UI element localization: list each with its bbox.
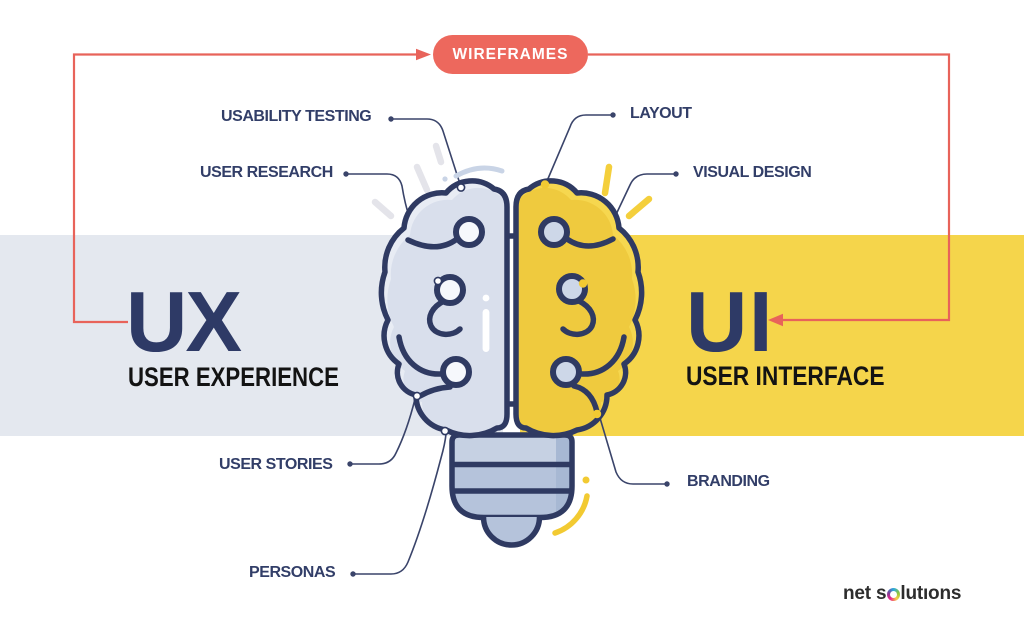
- bulb-highlight-mark: [482, 294, 490, 352]
- logo-text-right: lutıons: [900, 583, 962, 604]
- arrowhead-right-icon: [416, 48, 431, 61]
- ui-acronym: UI: [686, 275, 774, 370]
- right-fold-top: [564, 236, 616, 249]
- left-node-top: [453, 216, 485, 248]
- label-user-stories: USER STORIES: [219, 456, 333, 473]
- user-stories-line: [350, 398, 416, 465]
- left-node-bottom: [440, 356, 472, 388]
- personas-dot: [350, 571, 356, 577]
- label-usability-testing: USABILITY TESTING: [221, 108, 372, 125]
- personas-line: [353, 433, 447, 575]
- visual-design-anchor-dot: [578, 279, 588, 288]
- branding-dot: [664, 481, 670, 487]
- yellow-spark-2-icon: [625, 195, 653, 220]
- brain-folds: [396, 236, 627, 415]
- right-fold-arc: [579, 334, 627, 377]
- gray-spark-3-icon: [371, 198, 395, 220]
- blue-dot-spark: [442, 176, 448, 182]
- yellow-sparks: [601, 163, 653, 220]
- brain-nodes: [434, 216, 588, 388]
- highlight-dot: [482, 294, 490, 302]
- endpoint-dots: [412, 180, 602, 436]
- right-fold-hook: [560, 298, 597, 337]
- ui-subtitle: USER INTERFACE: [686, 361, 885, 391]
- user-research-dot: [343, 171, 349, 177]
- right-node-top: [538, 216, 570, 248]
- gray-spark-1-icon: [432, 142, 445, 166]
- left-fold-hook: [426, 298, 463, 337]
- yellow-dot-spark: [582, 476, 590, 484]
- bulb-base: [449, 432, 575, 548]
- branding-line: [599, 417, 667, 485]
- user-stories-dot: [347, 461, 353, 467]
- red-connector-right: [588, 53, 951, 322]
- label-personas: PERSONAS: [249, 564, 336, 581]
- ux-acronym: UX: [126, 275, 242, 370]
- gray-spark-2-icon: [413, 163, 431, 194]
- logo-o-ring-icon: [886, 587, 900, 601]
- left-node-middle: [434, 274, 466, 306]
- label-branding: BRANDING: [687, 473, 770, 490]
- usability-testing-anchor-dot: [456, 183, 466, 192]
- logo-text-left: net s: [843, 583, 887, 604]
- yellow-spark-1-icon: [601, 163, 613, 197]
- wireframes-pill: WIREFRAMES: [433, 35, 588, 74]
- layout-dot: [610, 112, 616, 118]
- yellow-arc-spark: [552, 493, 590, 536]
- label-dots: [343, 112, 679, 577]
- brain-left-hemisphere: [378, 178, 510, 439]
- label-user-research: USER RESEARCH: [200, 164, 333, 181]
- highlight-bar: [482, 309, 490, 352]
- usability-testing-dot: [388, 116, 394, 122]
- visual-design-line: [584, 173, 676, 281]
- gray-sparks: [371, 142, 445, 220]
- red-connector-left: [72, 53, 417, 324]
- user-stories-anchor-dot: [412, 391, 422, 401]
- user-research-anchor-dot: [433, 276, 443, 286]
- layout-anchor-dot: [540, 180, 550, 189]
- usability-testing-line: [391, 118, 461, 185]
- left-fold-bottom: [417, 384, 453, 399]
- personas-anchor-dot: [440, 426, 450, 436]
- net-solutions-logo: net s lutıons: [843, 583, 961, 605]
- bulb-tip: [483, 517, 540, 545]
- layout-line: [546, 114, 613, 182]
- ux-subtitle: USER EXPERIENCE: [128, 362, 339, 392]
- left-fold-top: [405, 236, 460, 250]
- left-fold-arc: [396, 334, 444, 377]
- visual-design-dot: [673, 171, 679, 177]
- arrowhead-left-icon: [768, 313, 783, 327]
- label-visual-design: VISUAL DESIGN: [693, 164, 812, 181]
- label-layout: LAYOUT: [630, 105, 692, 122]
- right-node-middle: [556, 273, 588, 305]
- branding-anchor-dot: [592, 409, 602, 419]
- right-node-bottom: [550, 356, 582, 388]
- blue-arc-spark: [453, 165, 505, 179]
- right-fold-bottom: [571, 383, 600, 415]
